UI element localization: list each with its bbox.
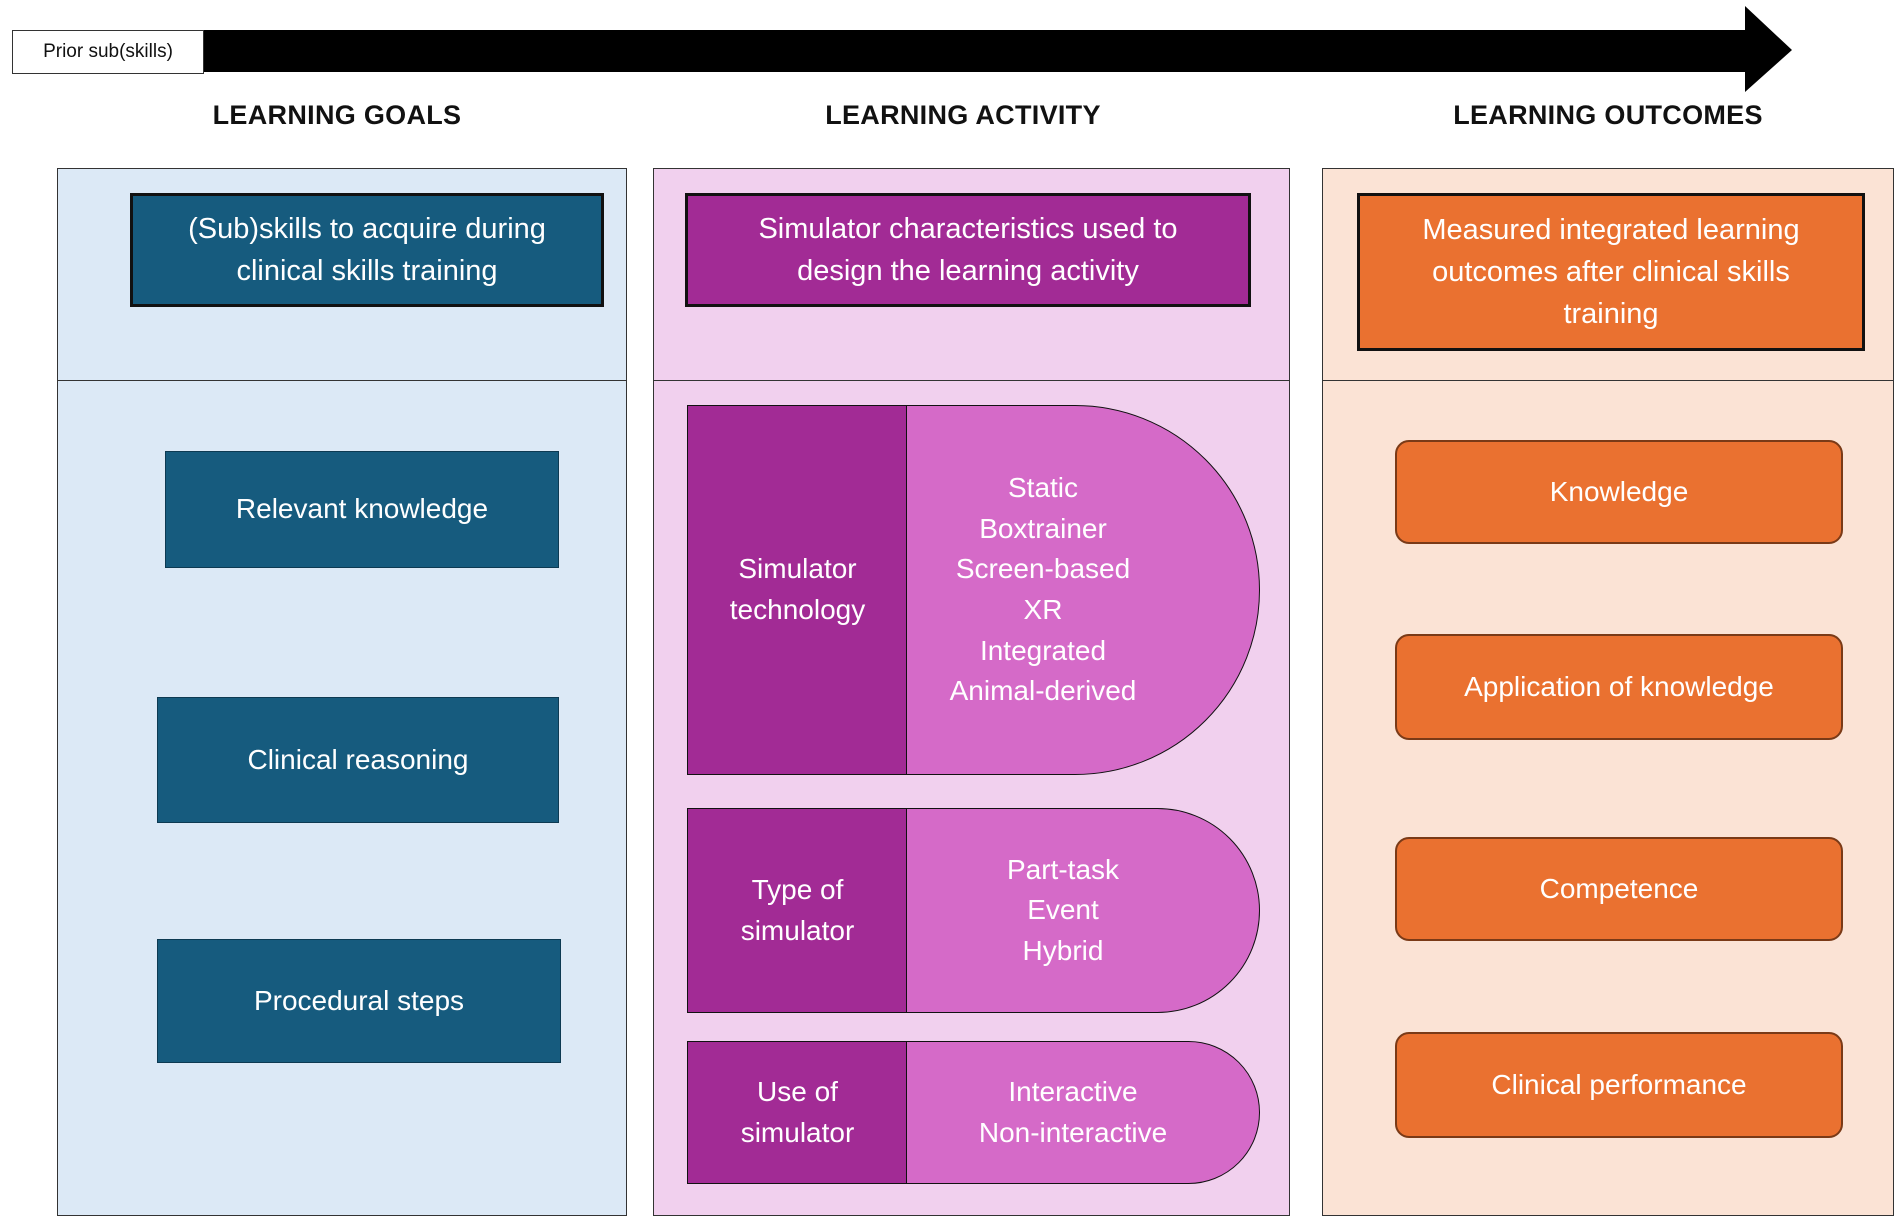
option-screen-based: Screen-based <box>955 553 1131 585</box>
outcome-item: Clinical performance <box>1395 1032 1843 1138</box>
simulator-technology-options: Static Boxtrainer Screen-based XR Integr… <box>906 405 1260 775</box>
heading-learning-outcomes: LEARNING OUTCOMES <box>1453 99 1763 130</box>
prior-skills-label: Prior sub(skills) <box>12 30 204 74</box>
activity-header-box: Simulator characteristics used to design… <box>685 193 1251 307</box>
goals-divider <box>57 380 627 381</box>
goals-header-text: (Sub)skills to acquire during clinical s… <box>188 212 546 287</box>
outcomes-header-text: Measured integrated learning outcomes af… <box>1422 213 1800 331</box>
use-of-simulator-options: Interactive Non-interactive <box>906 1041 1260 1184</box>
outcome-item: Competence <box>1395 837 1843 941</box>
group-label-text: Type of simulator <box>740 873 855 946</box>
option-animal-derived: Animal-derived <box>949 675 1137 707</box>
activity-divider <box>653 380 1290 381</box>
option-hybrid: Hybrid <box>1022 934 1104 966</box>
group-label-text: Use of simulator <box>740 1075 855 1148</box>
outcome-item-label: Application of knowledge <box>1464 670 1774 702</box>
option-event: Event <box>1027 894 1099 926</box>
activity-header-text: Simulator characteristics used to design… <box>758 212 1178 287</box>
goals-header-box: (Sub)skills to acquire during clinical s… <box>130 193 604 307</box>
goal-item-label: Relevant knowledge <box>235 493 489 525</box>
option-part-task: Part-task <box>1006 853 1120 885</box>
goal-item-label: Procedural steps <box>253 984 465 1016</box>
goal-item: Clinical reasoning <box>157 697 559 823</box>
option-xr: XR <box>1023 594 1063 625</box>
outcome-item-label: Competence <box>1539 872 1699 904</box>
heading-learning-activity: LEARNING ACTIVITY <box>825 99 1101 130</box>
heading-learning-goals: LEARNING GOALS <box>212 99 462 130</box>
use-of-simulator-label: Use of simulator <box>687 1041 907 1184</box>
simulator-technology-label: Simulator technology <box>687 405 907 775</box>
type-of-simulator-options: Part-task Event Hybrid <box>906 808 1260 1013</box>
option-interactive: Interactive <box>1008 1075 1138 1107</box>
goal-item: Procedural steps <box>157 939 561 1063</box>
option-boxtrainer: Boxtrainer <box>979 512 1107 544</box>
outcome-item: Application of knowledge <box>1395 634 1843 740</box>
option-integrated: Integrated <box>979 634 1107 666</box>
option-non-interactive: Non-interactive <box>978 1116 1168 1148</box>
outcomes-divider <box>1322 380 1894 381</box>
outcome-item: Knowledge <box>1395 440 1843 544</box>
outcome-item-label: Clinical performance <box>1491 1068 1747 1100</box>
outcome-item-label: Knowledge <box>1549 475 1689 507</box>
type-of-simulator-label: Type of simulator <box>687 808 907 1013</box>
group-label-text: Simulator technology <box>729 553 866 625</box>
outcomes-header-box: Measured integrated learning outcomes af… <box>1357 193 1865 351</box>
timeline-arrow <box>200 6 1792 92</box>
option-static: Static <box>1007 472 1079 504</box>
goal-item: Relevant knowledge <box>165 451 559 568</box>
goal-item-label: Clinical reasoning <box>247 743 469 775</box>
